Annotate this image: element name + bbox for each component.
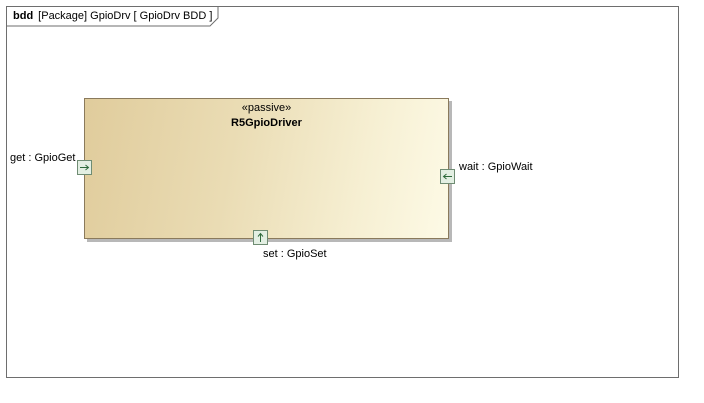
port-get-label: get : GpioGet	[10, 152, 76, 164]
frame-header: bdd [Package] GpioDrv [ GpioDrv BDD ]	[13, 9, 212, 23]
block-stereotype: «passive»	[241, 102, 292, 114]
port-set-label: set : GpioSet	[263, 248, 327, 260]
port-get[interactable]	[77, 160, 92, 175]
port-wait[interactable]	[440, 169, 455, 184]
arrow-left-icon	[442, 173, 452, 180]
frame-header-tab	[7, 7, 219, 27]
arrow-right-icon	[80, 164, 90, 171]
block-r5gpiodriver[interactable]: «passive» R5GpioDriver	[84, 98, 449, 239]
diagram-title: [Package] GpioDrv [ GpioDrv BDD ]	[38, 10, 213, 22]
diagram-kind: bdd	[13, 10, 34, 22]
port-wait-label: wait : GpioWait	[459, 161, 533, 173]
block-name: R5GpioDriver	[231, 117, 302, 129]
arrow-up-icon	[257, 232, 264, 242]
port-set[interactable]	[253, 230, 268, 245]
